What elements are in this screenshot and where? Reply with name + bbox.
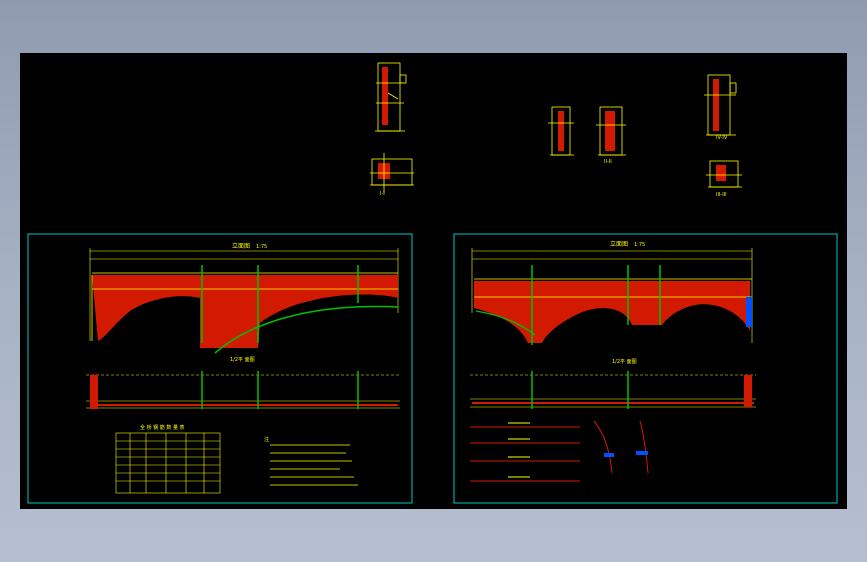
cad-drawing[interactable]: I-I II-II III-III IV-IV 立面图 1:75 — [20, 53, 847, 509]
left-notes-lines — [270, 444, 358, 486]
left-notes-title: 注 — [264, 436, 269, 443]
right-plan-title: 1/2平 面图 — [612, 359, 637, 365]
left-plan-view — [86, 374, 400, 409]
right-dimension-lines — [471, 248, 753, 343]
right-plan-abutment — [744, 375, 752, 407]
right-detail-section-a — [548, 106, 574, 156]
right-elevation-scale: 1:75 — [634, 242, 645, 248]
left-plan-piers — [201, 371, 359, 409]
right-arch-curve — [475, 310, 536, 336]
left-arch-curve — [214, 305, 399, 354]
left-elevation-title: 立面图 — [232, 242, 250, 250]
right-deck-fill — [474, 281, 750, 343]
left-detail-section-a — [375, 62, 407, 132]
left-deck-fill — [92, 275, 398, 348]
left-elevation-scale: 1:75 — [256, 244, 267, 250]
right-plan-piers — [531, 371, 629, 409]
right-rebar-details — [470, 420, 649, 482]
section-label-s1: I-I — [380, 191, 385, 197]
rebar-quantity-table — [115, 432, 221, 494]
section-label-s3: III-III — [716, 192, 727, 198]
right-deck-outline — [474, 278, 752, 298]
left-deck-outline — [91, 272, 398, 341]
right-detail-section-c — [704, 74, 737, 136]
right-plan-view — [470, 374, 756, 408]
left-dimension-lines — [89, 248, 399, 341]
left-plan-title: 1/2平 面图 — [230, 357, 255, 363]
left-piers — [201, 265, 359, 343]
left-plan-abutment — [90, 375, 98, 409]
cad-model-space[interactable]: I-I II-II III-III IV-IV 立面图 1:75 — [20, 53, 847, 509]
right-detail-section-d — [706, 160, 742, 188]
section-label-s4: IV-IV — [716, 135, 728, 141]
section-label-s2: II-II — [604, 159, 612, 165]
right-elevation-title: 立面图 — [610, 240, 628, 248]
left-detail-section-b — [370, 153, 414, 193]
left-table-title: 全 桥 钢 筋 数 量 表 — [140, 424, 185, 431]
right-detail-section-b — [596, 106, 626, 156]
right-piers — [531, 265, 661, 345]
left-sheet-frame — [27, 233, 413, 504]
right-sheet-frame — [453, 233, 838, 504]
right-abutment-marker — [746, 297, 752, 327]
